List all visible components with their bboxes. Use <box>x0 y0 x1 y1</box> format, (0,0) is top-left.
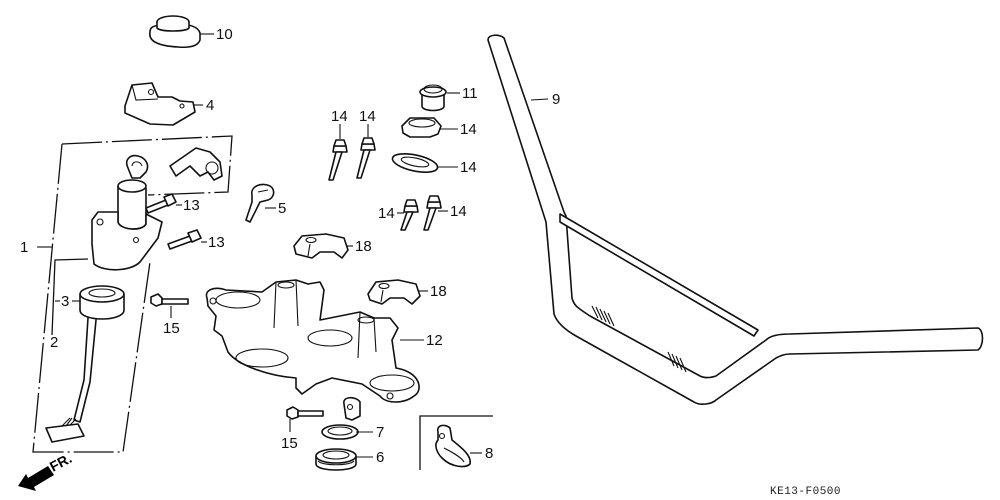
callout-11[interactable]: 11 <box>462 85 478 102</box>
callout-17[interactable]: 14 <box>460 159 477 176</box>
callout-18b[interactable]: 18 <box>430 283 447 300</box>
part-17-washer[interactable] <box>391 150 439 175</box>
callout-14c[interactable]: 14 <box>378 205 395 222</box>
callout-6[interactable]: 6 <box>376 449 384 466</box>
assembly-boundary-1 <box>61 135 233 196</box>
part-18-holder-b[interactable] <box>367 279 421 305</box>
knurl-band-left <box>591 305 615 327</box>
callout-1[interactable]: 1 <box>20 239 28 256</box>
part-10-cap[interactable] <box>149 15 201 49</box>
part-15-bolt-b[interactable] <box>286 406 324 420</box>
part-3-ignition-switch[interactable] <box>45 285 125 443</box>
part-4-bracket[interactable] <box>124 82 196 126</box>
part-1-steering-lock[interactable] <box>91 147 223 271</box>
part-11-collar[interactable] <box>419 84 447 112</box>
callout-16[interactable]: 14 <box>460 121 477 138</box>
part-9-handlebar[interactable] <box>487 34 984 405</box>
callout-9[interactable]: 9 <box>552 91 560 108</box>
part-13-screw-a[interactable] <box>145 193 177 214</box>
bracket-2 <box>51 258 89 336</box>
part-18-holder-a[interactable] <box>293 233 349 259</box>
part-12-top-bridge[interactable] <box>205 279 420 403</box>
part-14-bolt-a[interactable] <box>328 139 348 181</box>
drawing-code: KE13-F0500 <box>770 486 841 498</box>
callout-13a[interactable]: 13 <box>183 197 200 214</box>
arrow-icon <box>18 466 54 491</box>
callout-15a[interactable]: 15 <box>163 320 180 337</box>
callout-14b[interactable]: 14 <box>359 108 376 125</box>
boundary-8 <box>419 415 493 470</box>
assembly-boundary-1b <box>32 143 151 453</box>
part-6-bearing[interactable] <box>315 448 357 471</box>
callout-4[interactable]: 4 <box>206 97 214 114</box>
front-direction-indicator: FR. <box>18 450 74 491</box>
callout-8[interactable]: 8 <box>485 445 493 462</box>
part-14-bolt-d[interactable] <box>423 195 442 231</box>
callout-5[interactable]: 5 <box>278 200 286 217</box>
callout-13b[interactable]: 13 <box>208 234 225 251</box>
part-14-bolt-c[interactable] <box>400 199 419 231</box>
callout-12[interactable]: 12 <box>426 332 443 349</box>
callout-2[interactable]: 2 <box>50 334 58 351</box>
callout-14d[interactable]: 14 <box>450 203 467 220</box>
callout-7[interactable]: 7 <box>376 424 384 441</box>
part-14-bolt-b[interactable] <box>356 137 376 179</box>
callout-18a[interactable]: 18 <box>355 238 372 255</box>
part-15-bolt-a[interactable] <box>150 293 189 307</box>
callout-10[interactable]: 10 <box>216 26 233 43</box>
part-5-key[interactable] <box>245 183 275 223</box>
callout-15b[interactable]: 15 <box>281 435 298 452</box>
leader-9 <box>530 98 549 101</box>
part-16-nut[interactable] <box>401 117 442 138</box>
part-13-screw-b[interactable] <box>167 229 202 250</box>
callout-3[interactable]: 3 <box>61 293 69 310</box>
callout-14a[interactable]: 14 <box>331 108 348 125</box>
part-8-clamp[interactable] <box>435 424 472 468</box>
knurl-band-right <box>667 351 687 373</box>
part-7-lock-plate[interactable] <box>321 396 361 440</box>
